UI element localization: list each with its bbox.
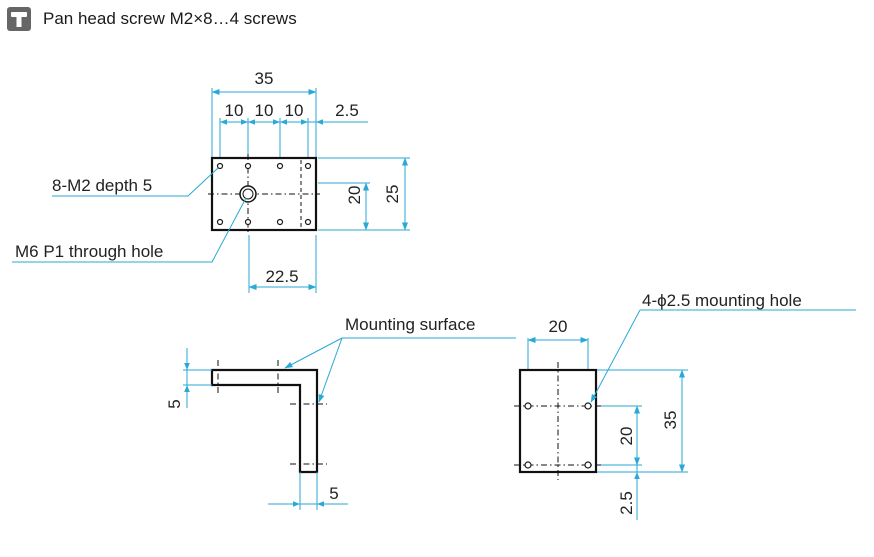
dim-horizontal-thickness: 5: [329, 484, 338, 503]
dim-pitch-3: 10: [285, 101, 304, 120]
callout-mounting-hole: 4-ϕ2.5 mounting hole: [642, 291, 802, 310]
dim-vertical-thickness: 5: [165, 399, 184, 408]
mounting-holes: [524, 402, 592, 469]
dim-edge-offset: 2.5: [335, 101, 359, 120]
header-text: Pan head screw M2×8…4 screws: [43, 9, 297, 28]
leader-arrow: [284, 337, 343, 369]
leader-through: [12, 197, 247, 263]
dim-vertical-thickness-lines: [183, 348, 212, 408]
side-view-outline: [210, 368, 319, 474]
leader-arrow: [318, 337, 343, 403]
arrow: [184, 363, 190, 392]
dim-hole-spacing: 20: [617, 427, 636, 446]
header: Pan head screw M2×8…4 screws: [7, 7, 297, 31]
leader-arrow: [590, 309, 641, 403]
dim-overall-width: 35: [255, 69, 274, 88]
arrow: [634, 472, 640, 479]
top-view: 35 10 10 10 2.5 20 25 22.5 8-M2 depth 5 …: [12, 69, 410, 293]
tapped-holes: [216, 162, 312, 226]
callout-through-hole: M6 P1 through hole: [15, 242, 163, 261]
pitch-arrows: [220, 119, 308, 125]
callout-tapped-holes: 8-M2 depth 5: [52, 176, 152, 195]
through-hole-inner: [242, 188, 254, 200]
through-hole: [239, 185, 257, 203]
callout-mounting-surface: Mounting surface: [345, 315, 475, 334]
dim-hole-offset: 22.5: [265, 267, 298, 286]
arrow: [293, 501, 324, 507]
front-view: 4-ϕ2.5 mounting hole 20 20 35 2.5: [514, 291, 856, 520]
leader-tapped: [52, 167, 219, 197]
dim-front-height: 35: [661, 411, 680, 430]
screw-icon: [7, 7, 31, 31]
dim-front-width: 20: [549, 317, 568, 336]
side-view: 5 5 Mounting surface: [165, 315, 516, 510]
dim-overall-height: 25: [383, 185, 402, 204]
front-extension-lines: [527, 338, 688, 520]
dim-pitch-1: 10: [225, 101, 244, 120]
dim-pitch-2: 10: [255, 101, 274, 120]
dim-horizontal-thickness-lines: [268, 472, 348, 510]
dim-bottom-offset: 2.5: [617, 491, 636, 515]
arrow: [316, 119, 323, 125]
dim-inner-height: 20: [345, 186, 364, 205]
